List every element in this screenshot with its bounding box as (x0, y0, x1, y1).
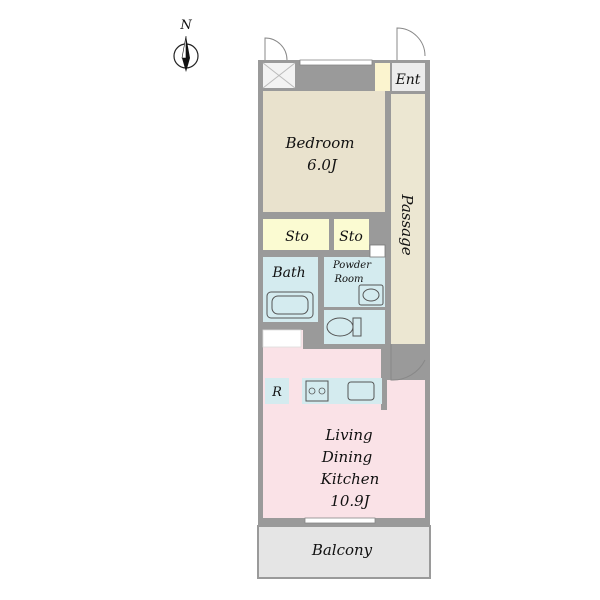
balcony-area (257, 525, 431, 579)
refrigerator-space (265, 378, 289, 404)
entrance-door-icon (396, 27, 426, 60)
passage-area (391, 94, 425, 344)
bath-label: Bath (271, 265, 305, 281)
washbasin-icon (358, 284, 384, 306)
storage-right-area (334, 219, 369, 250)
top-window (299, 59, 373, 66)
living-line2: Dining (321, 448, 373, 466)
balcony-window (304, 517, 376, 524)
bathtub-icon (266, 291, 314, 319)
living-line3: Kitchen (320, 470, 380, 488)
refrigerator-label: R (271, 385, 282, 400)
bedroom-area (263, 91, 385, 212)
top-door-left-icon (264, 37, 288, 61)
entrance-floor (392, 63, 425, 91)
entrance-label: Ent (395, 72, 421, 88)
washing-machine-pan-icon (369, 244, 386, 258)
passage-label: Passage (398, 193, 416, 255)
bedroom-name: Bedroom (285, 134, 355, 152)
storage-left-area (263, 219, 329, 250)
compass-label: N (179, 18, 192, 33)
bath-area (263, 257, 318, 322)
ldk-door-icon (390, 344, 426, 381)
living-dining-kitchen-area (263, 330, 425, 518)
storage-right-label: Sto (339, 229, 363, 245)
north-arrow-icon (173, 35, 199, 72)
toilet-icon (326, 317, 362, 337)
toilet-area (324, 310, 385, 344)
powder-room-line1: Powder (332, 260, 372, 271)
living-size: 10.9J (330, 492, 370, 510)
powder-room-line2: Room (333, 274, 363, 285)
entrance-area (375, 63, 390, 91)
sink-icon (347, 381, 375, 401)
living-line1: Living (324, 426, 372, 444)
powder-room-area (324, 257, 385, 307)
stove-icon (305, 380, 329, 402)
balcony-label: Balcony (311, 541, 373, 559)
bedroom-size: 6.0J (307, 156, 338, 174)
pantry-area (262, 329, 302, 348)
storage-left-label: Sto (285, 229, 309, 245)
